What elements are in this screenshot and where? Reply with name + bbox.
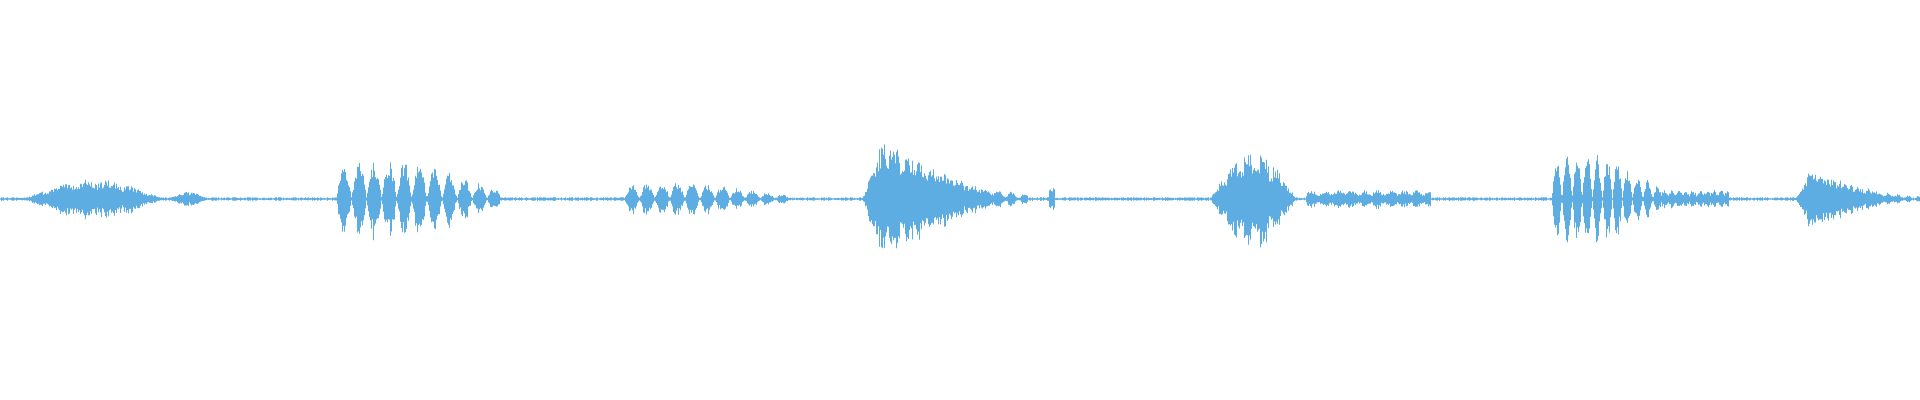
- waveform-samples: [0, 144, 1920, 249]
- waveform-path: [0, 144, 1920, 249]
